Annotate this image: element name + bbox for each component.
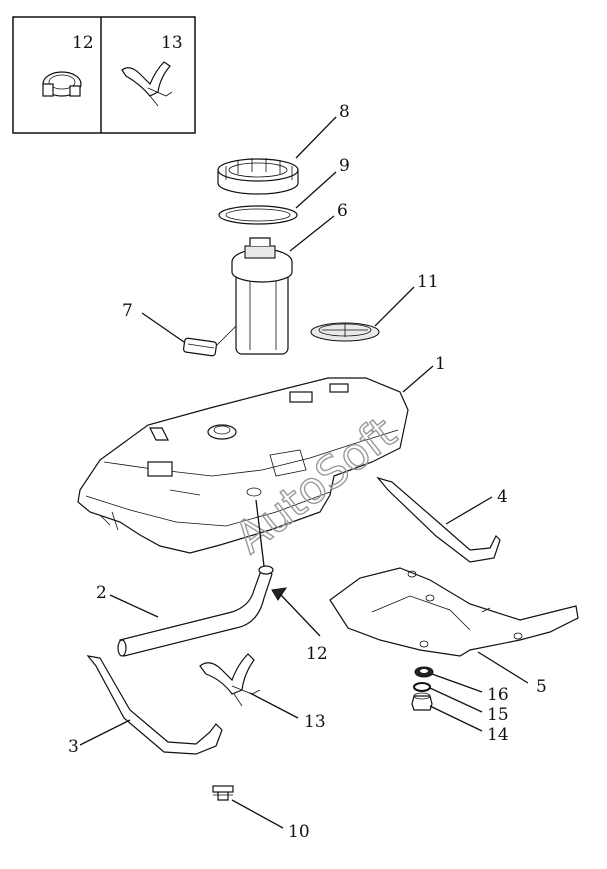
level-sensor-part	[182, 325, 237, 357]
callout-4: 4	[497, 487, 508, 507]
callout-7: 7	[122, 301, 133, 321]
heat-shield-part	[329, 567, 579, 657]
hose-clip-part	[199, 653, 261, 707]
callout-11: 11	[417, 272, 439, 292]
callout-15: 15	[487, 705, 509, 725]
fuel-tank-part	[77, 377, 409, 554]
callout-10: 10	[288, 822, 310, 842]
callout-13: 13	[304, 712, 326, 732]
strainer-plate-part	[310, 322, 380, 342]
tank-strap-right-part	[376, 476, 501, 563]
fuel-pump-module-part	[231, 237, 293, 355]
callout-9: 9	[339, 156, 350, 176]
nut-part	[411, 692, 433, 711]
inset-label-13: 13	[161, 33, 183, 53]
bolt-part	[212, 785, 234, 801]
spring-washer-part	[413, 682, 431, 692]
callout-8: 8	[339, 102, 350, 122]
inset-box: 12 13	[12, 16, 196, 134]
inset-label-12: 12	[72, 33, 94, 53]
tank-strap-left-part	[86, 655, 223, 755]
callout-16: 16	[487, 685, 509, 705]
callout-1: 1	[435, 354, 446, 374]
callout-14: 14	[487, 725, 509, 745]
gasket-part	[218, 205, 298, 225]
arrow-pointer	[271, 587, 321, 637]
callout-2: 2	[96, 583, 107, 603]
callout-6: 6	[337, 201, 348, 221]
callout-3: 3	[68, 737, 79, 757]
hose-clamp-icon	[42, 71, 82, 97]
callout-5: 5	[536, 677, 547, 697]
filler-hose-part	[117, 565, 274, 657]
lock-ring-part	[217, 158, 299, 195]
callout-12: 12	[306, 644, 328, 664]
clip-icon	[121, 61, 173, 107]
washer-part	[414, 666, 434, 678]
